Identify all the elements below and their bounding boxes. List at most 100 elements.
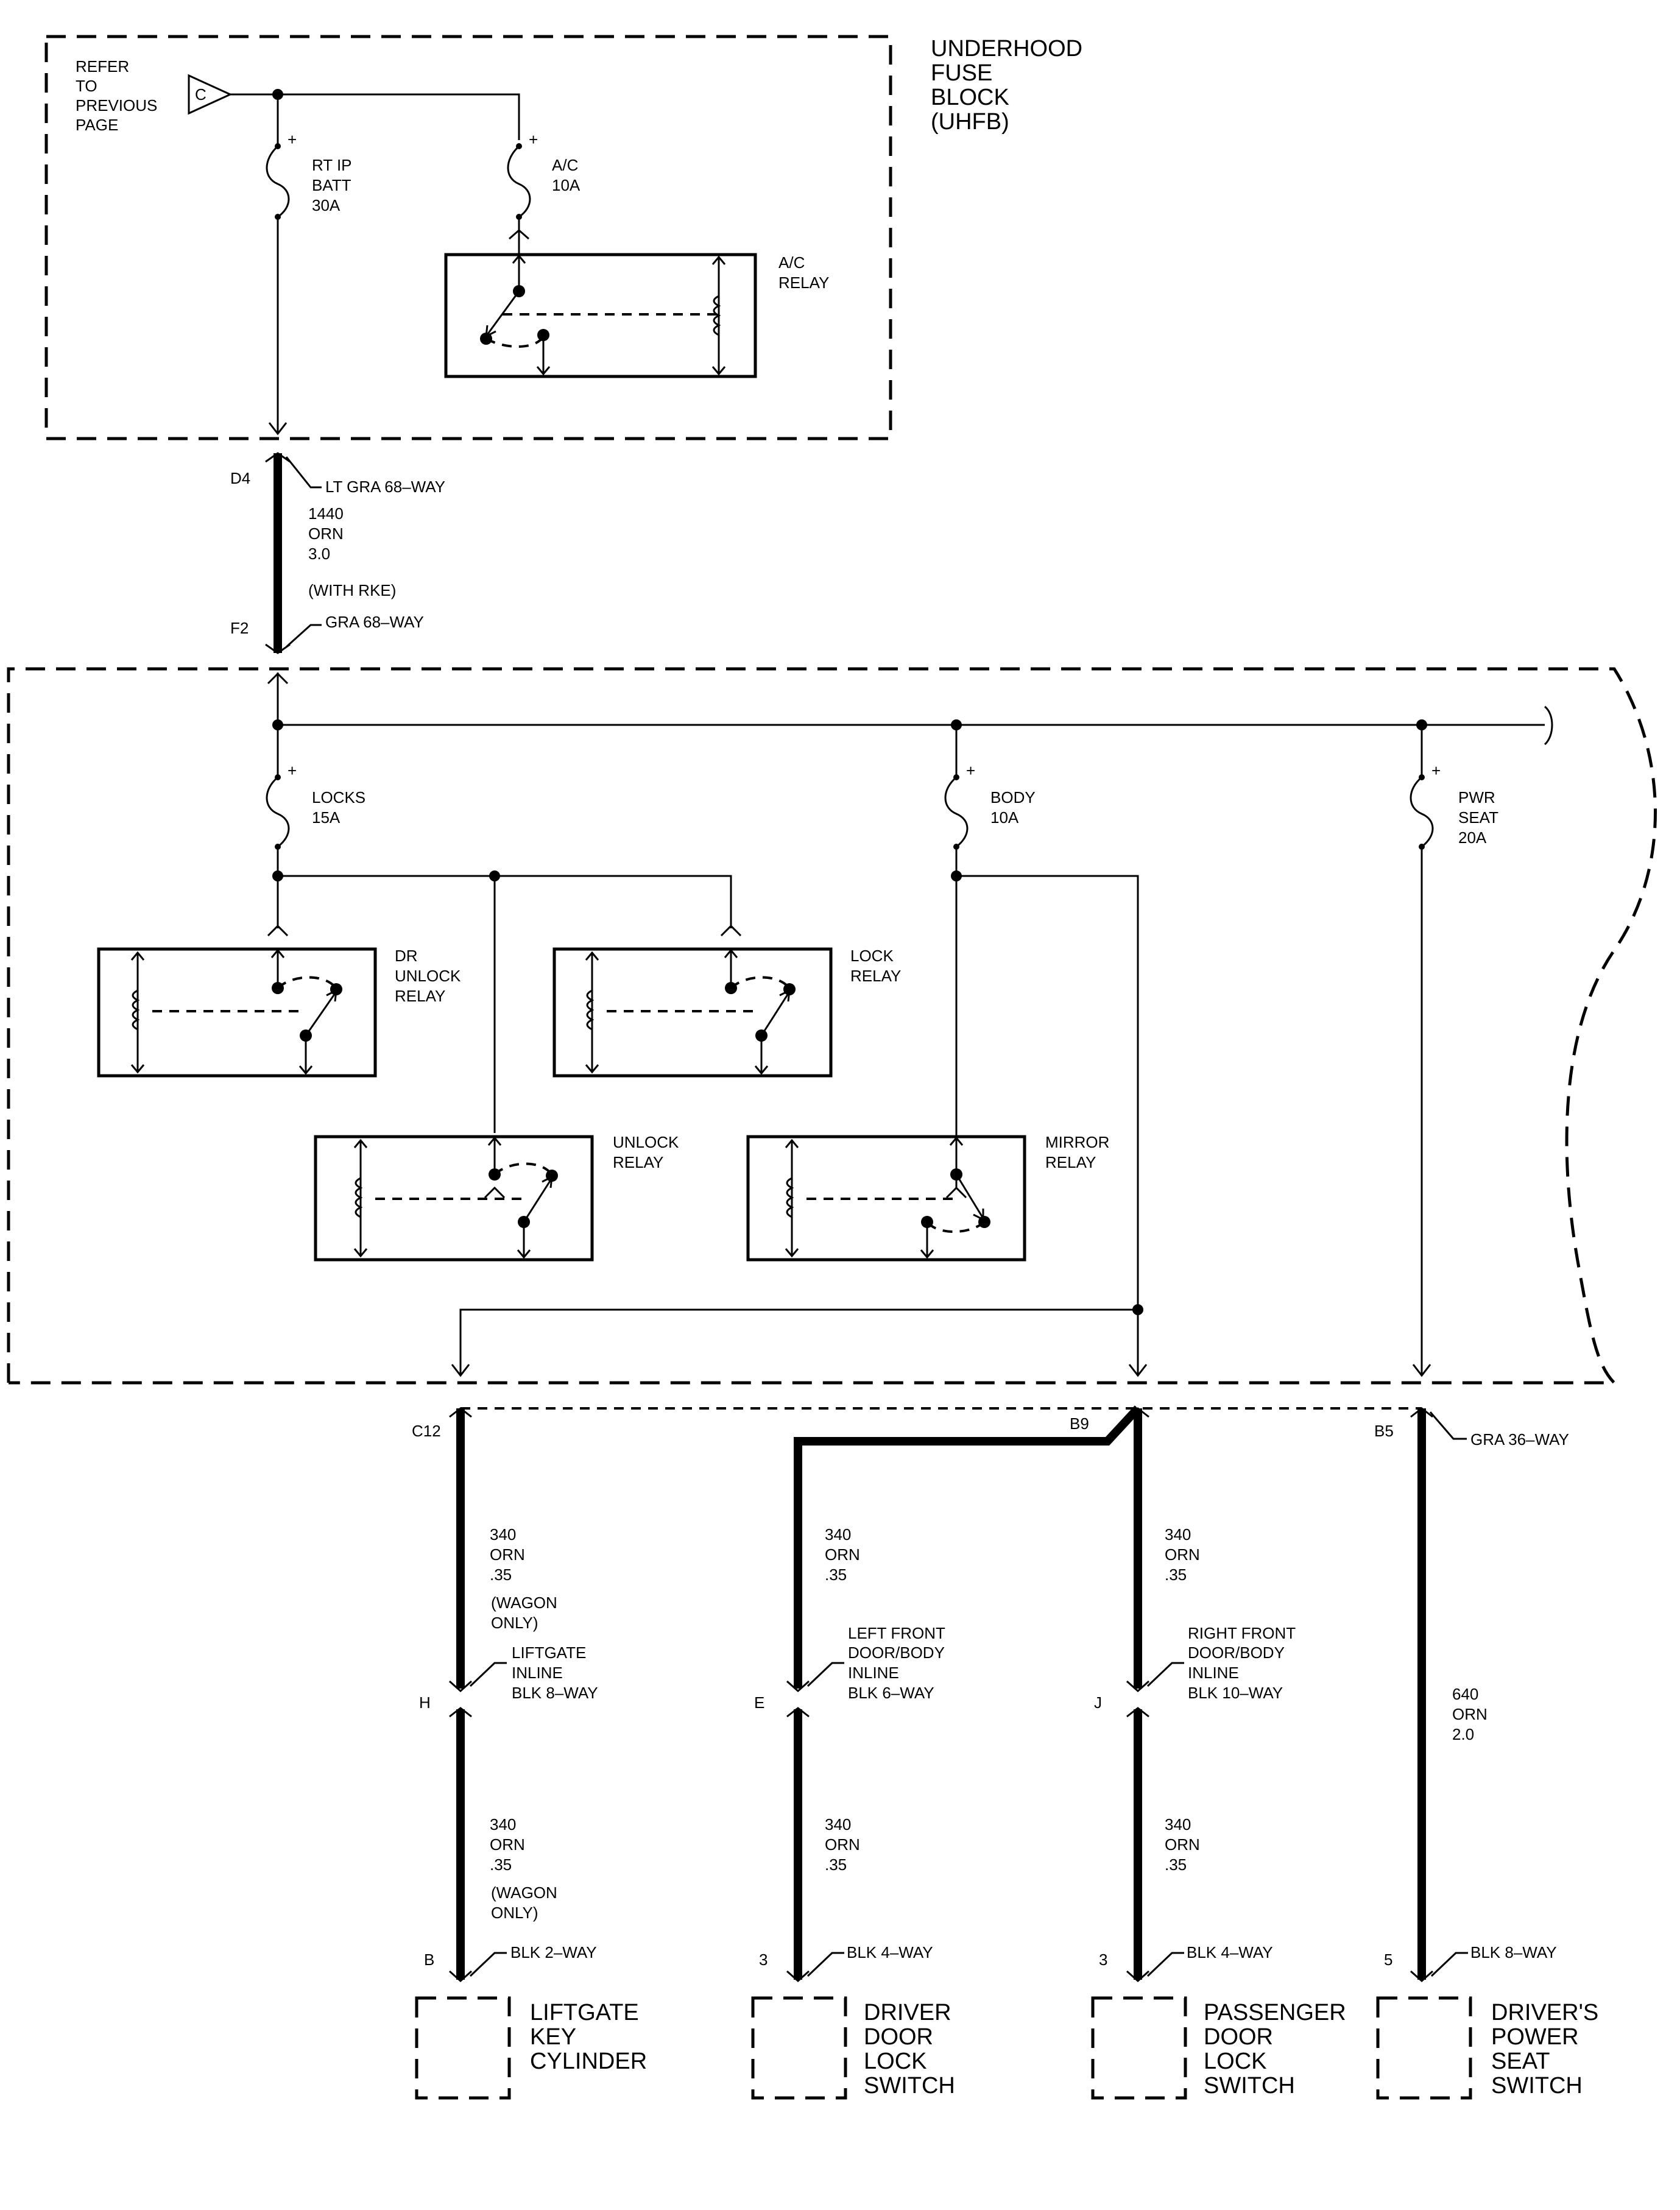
terminal-arrow	[268, 422, 288, 436]
wire-340-driver-1	[794, 1405, 1142, 1689]
bus-continuation	[1544, 705, 1553, 746]
relay-lock	[552, 947, 833, 1078]
leader-bottom-driver	[806, 1952, 844, 1977]
component-liftgate-key-cylinder	[415, 1996, 511, 2100]
body-output-wire	[459, 1308, 1138, 1375]
leader-liftgate-inline	[469, 1662, 507, 1687]
pin-e: E	[754, 1693, 764, 1712]
inline-connector-liftgate	[449, 1680, 472, 1718]
wire-label-340-passenger: 340 ORN .35	[1165, 1525, 1204, 1584]
leader-left-front-inline	[806, 1662, 844, 1687]
pin-c12: C12	[412, 1422, 441, 1440]
fuse-label-ac: A/C 10A	[552, 156, 583, 194]
fuse-plus: +	[288, 761, 297, 780]
wire-label-340-driver-2: 340 ORN .35	[825, 1815, 864, 1874]
relay-label-unlock: UNLOCK RELAY	[613, 1133, 683, 1171]
underhood-fuse-block-boundary	[44, 35, 892, 440]
pin-5-seat: 5	[1384, 1951, 1392, 1969]
component-label-liftgate: LIFTGATE KEY CYLINDER	[530, 2000, 647, 2074]
ip-fuse-block-boundary	[7, 667, 1657, 1385]
leader-f2	[285, 624, 322, 648]
inline-connector-left-front	[786, 1680, 810, 1718]
fuse-label-body: BODY 10A	[990, 788, 1039, 827]
conn-blk-2way: BLK 2–WAY	[510, 1943, 597, 1961]
conn-blk-4way-passenger: BLK 4–WAY	[1187, 1943, 1273, 1961]
pin-b5: B5	[1374, 1422, 1394, 1440]
fuse-plus: +	[1431, 761, 1441, 780]
connector-d4-chevron	[265, 452, 291, 463]
locks-distribution	[277, 875, 732, 1133]
pin-j: J	[1094, 1693, 1102, 1712]
inline-label-left-front: LEFT FRONT DOOR/BODY INLINE BLK 6–WAY	[848, 1624, 950, 1702]
relay-ac	[444, 253, 757, 378]
inline-label-liftgate: LIFTGATE INLINE BLK 8–WAY	[512, 1643, 598, 1702]
pin-3-driver: 3	[759, 1951, 768, 1969]
leader-bottom-liftgate	[469, 1952, 507, 1977]
pin-d4: D4	[230, 469, 250, 487]
pin-3-passenger: 3	[1099, 1951, 1107, 1969]
fuse-block-title: UNDERHOOD FUSE BLOCK (UHFB)	[931, 36, 1089, 135]
fuse-plus: +	[966, 761, 975, 780]
wire-label-340-liftgate-2: 340 ORN .35	[490, 1815, 529, 1874]
body-distribution	[955, 847, 1139, 1375]
component-passenger-door-lock-switch	[1091, 1996, 1187, 2100]
wire-label-340-liftgate: 340 ORN .35	[490, 1525, 529, 1584]
splice-locks-1	[272, 870, 283, 881]
fuse-ac: +	[507, 130, 538, 220]
wagon-only-1: (WAGON ONLY)	[491, 1594, 562, 1632]
leader-bottom-seat	[1430, 1952, 1468, 1977]
fuse-pwr-seat: +	[1410, 725, 1441, 850]
page-reference-symbol: C	[188, 74, 233, 115]
pin-b: B	[424, 1951, 434, 1969]
relay-label-lock: LOCK RELAY	[850, 947, 901, 985]
wire-label-340-driver: 340 ORN .35	[825, 1525, 864, 1584]
leader-d4	[285, 456, 322, 489]
wire-label-340-passenger-2: 340 ORN .35	[1165, 1815, 1204, 1874]
fuse-plus: +	[529, 130, 538, 149]
fuse-label-rt-ip-batt: RT IP BATT 30A	[312, 156, 356, 214]
relay-unlock	[314, 1135, 594, 1262]
component-label-driver: DRIVER DOOR LOCK SWITCH	[864, 2000, 958, 2099]
connector-chevron	[267, 924, 289, 937]
terminal-arrow	[1412, 1364, 1431, 1377]
fuse-plus: +	[288, 130, 297, 149]
fuse-body: +	[944, 725, 975, 850]
connector-f2-chevron	[265, 643, 291, 654]
pin-b9: B9	[1070, 1414, 1089, 1433]
fuse-locks: +	[266, 725, 297, 850]
fuse-rt-ip-batt: +	[266, 94, 297, 220]
terminal-arrow	[451, 1364, 470, 1377]
connector-chevron	[449, 1407, 1433, 1418]
pin-f2: F2	[230, 619, 249, 637]
terminal-arrow	[1128, 1364, 1148, 1377]
connector-name-bottom: GRA 68–WAY	[325, 613, 424, 631]
connector-name-top: LT GRA 68–WAY	[325, 478, 445, 496]
splice-locks-2	[489, 870, 500, 881]
connector-name-gra36: GRA 36–WAY	[1470, 1430, 1569, 1449]
connector-chevron	[449, 1970, 1433, 1983]
relay-mirror	[746, 1135, 1026, 1262]
inline-label-right-front: RIGHT FRONT DOOR/BODY INLINE BLK 10–WAY	[1188, 1624, 1300, 1702]
fuse-label-locks: LOCKS 15A	[312, 788, 370, 827]
component-drivers-power-seat-switch	[1376, 1996, 1472, 2100]
wire-label-1440: 1440 ORN 3.0	[308, 504, 348, 563]
fuse-label-pwr-seat: PWR SEAT 20A	[1458, 788, 1503, 847]
inline-connector-right-front	[1126, 1680, 1149, 1718]
conn-blk-8way: BLK 8–WAY	[1470, 1943, 1557, 1961]
leader-right-front-inline	[1146, 1662, 1184, 1687]
component-label-seat: DRIVER'S POWER SEAT SWITCH	[1491, 2000, 1605, 2099]
option-with-rke: (WITH RKE)	[308, 581, 396, 599]
relay-label-mirror: MIRROR RELAY	[1045, 1133, 1114, 1171]
feed-wire-top	[230, 93, 520, 140]
connector-chevron	[484, 1186, 506, 1199]
connector-chevron	[509, 229, 529, 240]
leader-bottom-passenger	[1146, 1952, 1184, 1977]
conn-blk-4way-driver: BLK 4–WAY	[847, 1943, 933, 1961]
leader-b5	[1429, 1411, 1467, 1440]
component-driver-door-lock-switch	[751, 1996, 847, 2100]
refer-previous-page: REFER TO PREVIOUS PAGE	[76, 57, 162, 134]
wagon-only-2: (WAGON ONLY)	[491, 1883, 562, 1922]
connector-chevron	[267, 672, 289, 685]
relay-label-ac: A/C RELAY	[778, 253, 829, 292]
